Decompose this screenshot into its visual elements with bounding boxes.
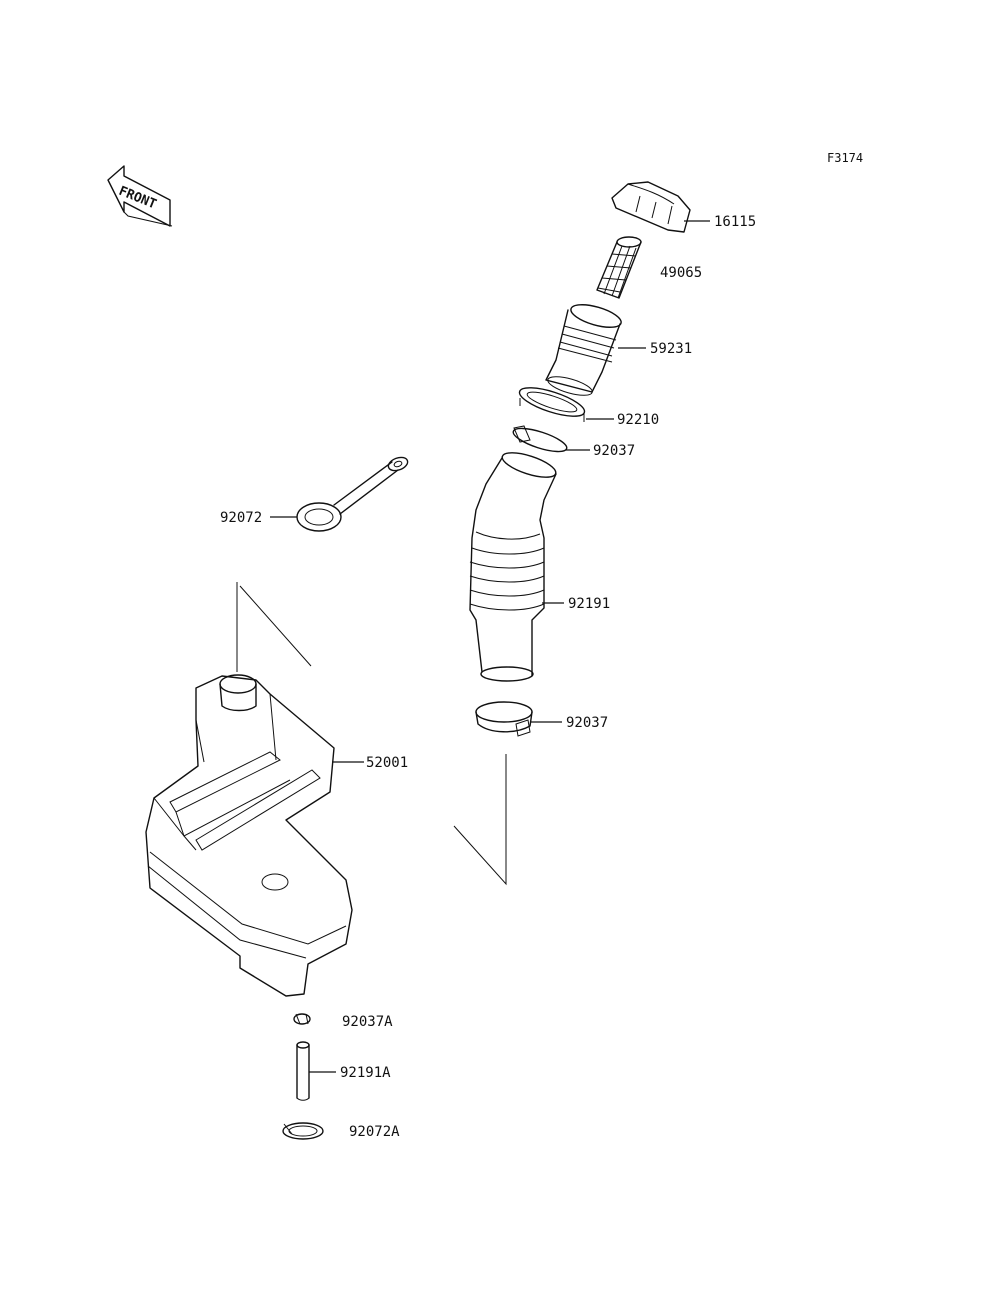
diagram-code: F3174 — [827, 151, 863, 165]
label-filler-neck: 59231 — [650, 341, 692, 357]
label-filter: 49065 — [660, 265, 702, 281]
clamp-upper-icon — [512, 425, 568, 453]
fuel-cap-icon — [611, 181, 691, 233]
label-hose: 92191 — [568, 596, 610, 612]
filler-hose-icon — [469, 452, 557, 682]
label-breather-hose: 92191A — [340, 1065, 391, 1081]
label-cap-strap: 92072 — [220, 510, 262, 526]
label-tank: 52001 — [366, 755, 408, 771]
label-gasket: 92210 — [617, 412, 659, 428]
filler-neck-icon — [545, 304, 622, 396]
clamp-lower-icon — [475, 701, 533, 737]
label-cap: 16115 — [714, 214, 756, 230]
fuel-tank-icon — [145, 674, 353, 997]
label-band: 92072A — [349, 1124, 400, 1140]
label-clamp-lower: 92037 — [566, 715, 608, 731]
filter-screen-icon — [596, 236, 642, 299]
label-clamp-upper: 92037 — [593, 443, 635, 459]
front-arrow-icon: FRONT — [107, 165, 173, 227]
gasket-icon — [518, 387, 586, 422]
cap-strap-icon — [296, 456, 409, 532]
label-clip: 92037A — [342, 1014, 393, 1030]
assembly-line-lower — [453, 754, 507, 886]
clip-icon — [293, 1013, 311, 1025]
band-icon — [282, 1122, 324, 1140]
assembly-line-upper — [236, 582, 312, 672]
breather-hose-icon — [296, 1041, 310, 1101]
